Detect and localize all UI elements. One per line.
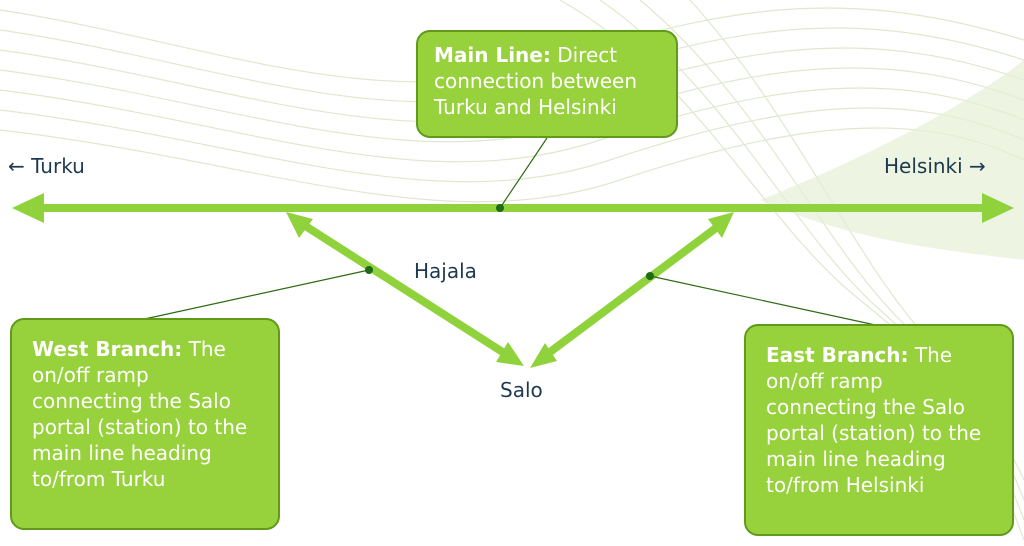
east-branch-callout-title: East Branch: <box>766 343 909 367</box>
west-branch-callout-title: West Branch: <box>32 337 183 361</box>
main-line-leader-dot <box>496 204 504 212</box>
east-branch-callout-text: The on/off ramp connecting the Salo port… <box>766 343 982 497</box>
main-line-west-arrowhead <box>12 193 44 223</box>
main-line-callout-title: Main Line: <box>434 43 551 67</box>
east-branch-callout: East Branch: The on/off ramp connecting … <box>744 324 1014 536</box>
west-branch-callout: West Branch: The on/off ramp connecting … <box>10 318 280 530</box>
east-branch-bottom-arrowhead <box>530 343 557 368</box>
salo-label: Salo <box>500 378 543 402</box>
west-branch-top-arrowhead <box>286 212 313 238</box>
main-line-callout-text: Direct connection between Turku and Hels… <box>434 43 638 119</box>
west-branch-callout-text: The on/off ramp connecting the Salo port… <box>32 337 248 491</box>
main-line-east-arrowhead <box>982 193 1014 223</box>
west-branch-leader <box>139 269 370 321</box>
east-branch-top-arrowhead <box>708 212 734 238</box>
turku-label: ← Turku <box>8 154 85 178</box>
west-branch-track <box>293 216 515 362</box>
main-line-leader <box>499 137 548 209</box>
east-branch-track <box>539 218 727 362</box>
main-line-callout: Main Line: Direct connection between Tur… <box>416 30 678 138</box>
hajala-label: Hajala <box>414 259 477 283</box>
west-branch-leader-dot <box>365 266 373 274</box>
east-branch-leader-dot <box>646 272 654 280</box>
helsinki-label: Helsinki → <box>884 154 986 178</box>
east-branch-leader <box>649 275 881 327</box>
west-branch-bottom-arrowhead <box>496 342 524 366</box>
